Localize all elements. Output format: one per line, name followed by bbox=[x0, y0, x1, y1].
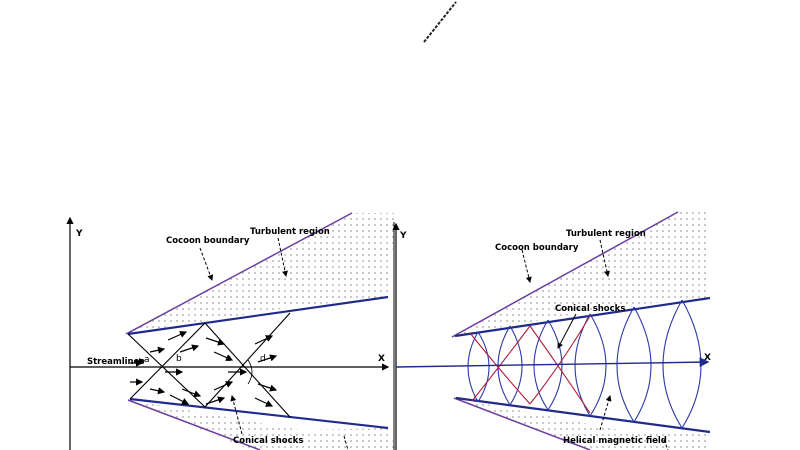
left-turbulent-region-label: Turbulent region bbox=[250, 227, 330, 237]
turbulent-region-upper bbox=[128, 213, 396, 333]
cocoon-boundary-lower-right bbox=[453, 397, 591, 450]
conical-shocks-pointer-right bbox=[557, 313, 577, 349]
cocoon-boundary-upper bbox=[125, 212, 353, 335]
right-turbulent-region-label: Turbulent region bbox=[566, 229, 646, 239]
turbulent-region-pointer bbox=[277, 237, 288, 277]
right-y-axis-label: Y bbox=[399, 231, 407, 241]
turbulent-region-upper-right bbox=[458, 212, 710, 335]
stray-mark bbox=[423, 1, 457, 43]
point-b-label: b bbox=[176, 354, 182, 364]
left-axes bbox=[66, 216, 395, 450]
right-panel bbox=[451, 211, 710, 450]
point-a-label: a bbox=[144, 355, 150, 365]
right-conical-shocks-label: Conical shocks bbox=[555, 304, 625, 314]
cocoon-boundary-pointer-right bbox=[521, 249, 532, 283]
turbulent-region-pointer-right bbox=[599, 239, 610, 277]
right-cocoon-boundary-label: Cocoon boundary bbox=[495, 243, 579, 253]
conical-shocks-right bbox=[469, 315, 591, 414]
cocoon-boundary-lower bbox=[127, 399, 261, 450]
left-y-axis-label: Y bbox=[75, 229, 83, 239]
jet-edge-lower bbox=[129, 397, 389, 430]
left-panel bbox=[125, 212, 396, 450]
left-cocoon-boundary-label: Cocoon boundary bbox=[166, 236, 250, 246]
streamlines-label: Streamlines bbox=[87, 357, 144, 367]
helical-field-loops bbox=[467, 299, 702, 429]
left-conical-shocks-label: Conical shocks bbox=[233, 436, 303, 446]
left-x-axis-label: X bbox=[378, 354, 385, 364]
right-axes bbox=[392, 222, 710, 450]
turbulent-region-lower bbox=[130, 400, 396, 450]
jet-edge-upper bbox=[127, 295, 389, 336]
helical-field-pointer bbox=[599, 395, 612, 431]
conical-shocks-left bbox=[127, 312, 291, 418]
helical-field-label: Helical magnetic field bbox=[563, 436, 667, 446]
point-d-label: d bbox=[260, 354, 266, 364]
conical-shocks-pointer bbox=[230, 395, 243, 435]
point-c-label: c bbox=[226, 354, 231, 364]
cocoon-boundary-upper-right bbox=[451, 211, 679, 338]
jet-edge-lower-right bbox=[455, 396, 710, 434]
streamline-arrows bbox=[130, 331, 278, 407]
turbulent-region-lower-right bbox=[455, 398, 710, 450]
cocoon-boundary-pointer bbox=[199, 247, 214, 281]
jet-edge-upper-right bbox=[454, 296, 710, 338]
right-x-axis-label: X bbox=[704, 353, 711, 363]
